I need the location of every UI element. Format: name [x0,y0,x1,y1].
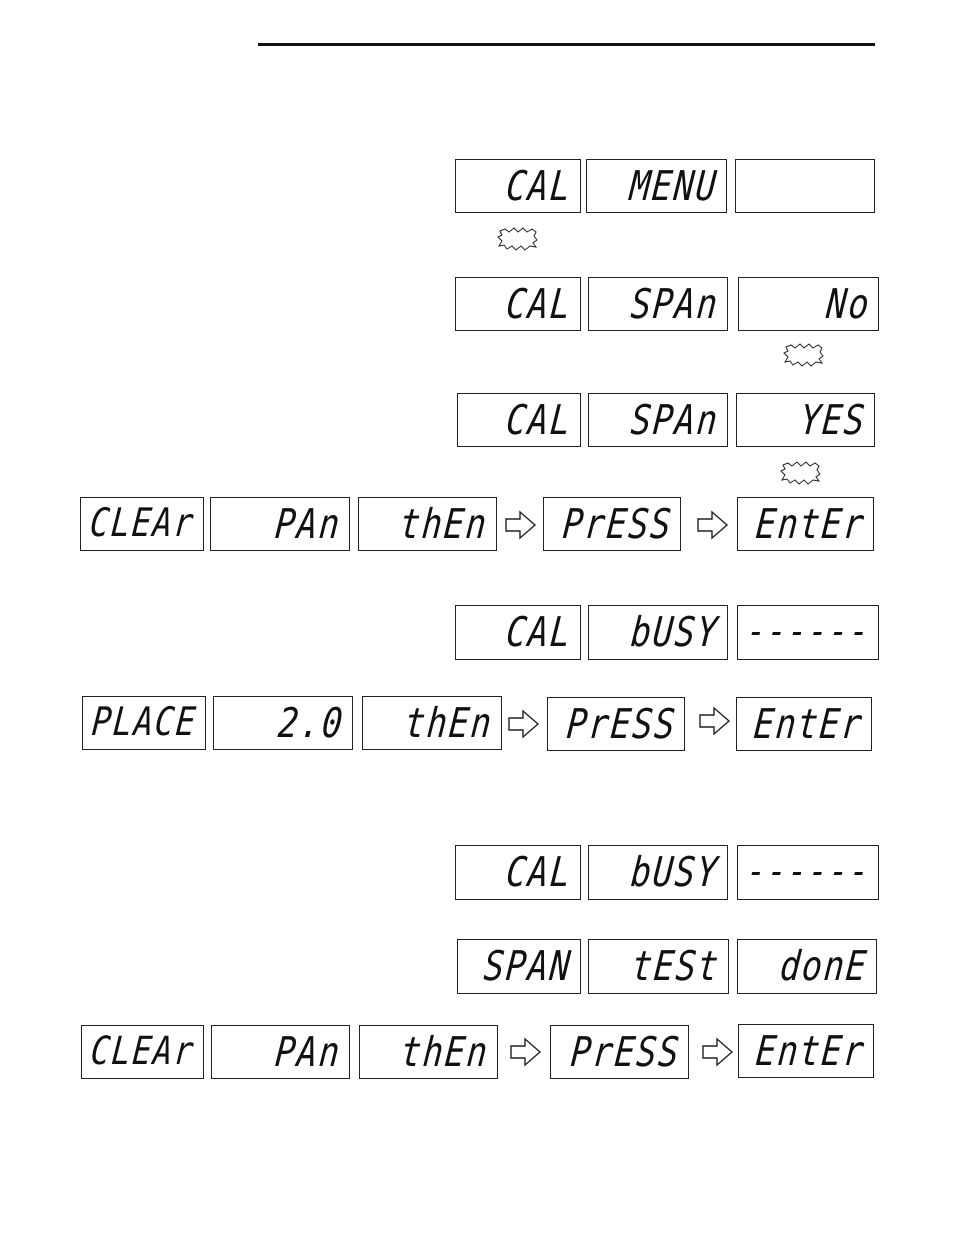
lcd-text: CAL [505,852,574,893]
lcd-text: PrESS [565,704,678,745]
lcd-display: SPAN [457,939,581,994]
lcd-display: PLACE [82,696,206,750]
lcd-text: CAL [505,612,574,653]
lcd-text: PrESS [569,1032,682,1073]
lcd-text: MENU [629,166,720,207]
lcd-text: thEn [400,1032,491,1073]
lcd-display: SPAn [588,277,728,331]
lcd-text: ------ [745,853,872,891]
lcd-display: PrESS [547,697,685,751]
lcd-text: EntEr [752,704,865,745]
lcd-text: YES [799,400,868,441]
header-rule [258,43,875,46]
lcd-display: No [738,277,879,331]
lcd-text: PAn [274,504,343,545]
lcd-display: EntEr [737,497,874,551]
lcd-display: thEn [358,497,497,551]
lcd-display [735,159,875,213]
lcd-display: PrESS [550,1025,689,1079]
lcd-text: EntEr [754,504,867,545]
key-press-burst-icon [783,343,825,367]
lcd-text: EntEr [754,1031,867,1072]
lcd-display: CAL [455,159,581,213]
lcd-text: SPAN [483,946,574,987]
right-arrow-icon [701,1037,735,1067]
lcd-text: PLACE [90,703,198,742]
lcd-display: PrESS [543,497,681,551]
lcd-display: SPAn [588,393,728,447]
lcd-display: CAL [455,277,581,331]
lcd-text: CAL [505,284,574,325]
lcd-display: PAn [211,1025,350,1079]
right-arrow-icon [504,510,538,540]
right-arrow-icon [696,510,730,540]
lcd-display: CAL [457,393,581,447]
right-arrow-icon [698,706,732,736]
lcd-display: CLEAr [81,1025,204,1079]
lcd-text: 2.0 [277,703,346,744]
lcd-display: PAn [210,497,350,551]
lcd-display: CAL [455,605,581,660]
lcd-text: bUSY [630,612,721,653]
lcd-display: bUSY [588,605,728,660]
lcd-text: SPAn [630,400,721,441]
lcd-text: CLEAr [88,504,196,543]
lcd-text: thEn [399,504,490,545]
lcd-text: donE [779,946,870,987]
lcd-text: thEn [404,703,495,744]
lcd-text: CAL [505,400,574,441]
lcd-text: CLEAr [89,1033,196,1072]
lcd-display: EntEr [738,1024,874,1078]
lcd-display: thEn [359,1025,498,1079]
lcd-text: PAn [274,1032,343,1073]
lcd-text: PrESS [561,504,674,545]
key-press-burst-icon [780,461,822,485]
lcd-text: SPAn [630,284,721,325]
lcd-display: CLEAr [80,497,204,551]
lcd-display: ------ [737,845,879,900]
lcd-display: YES [736,393,875,447]
lcd-display: donE [737,939,877,994]
lcd-display: ------ [737,605,879,660]
lcd-display: thEn [362,696,502,750]
lcd-display: CAL [455,845,581,900]
lcd-display: EntEr [736,697,872,751]
right-arrow-icon [509,1037,543,1067]
lcd-text: bUSY [630,852,721,893]
lcd-display: MENU [586,159,727,213]
lcd-text: No [824,284,871,325]
lcd-text: tESt [631,946,722,987]
lcd-display: 2.0 [213,696,353,750]
lcd-text: CAL [505,166,574,207]
right-arrow-icon [507,709,541,739]
key-press-burst-icon [497,227,539,251]
lcd-text: ------ [745,613,872,651]
lcd-display: tESt [588,939,729,994]
lcd-display: bUSY [588,845,728,900]
